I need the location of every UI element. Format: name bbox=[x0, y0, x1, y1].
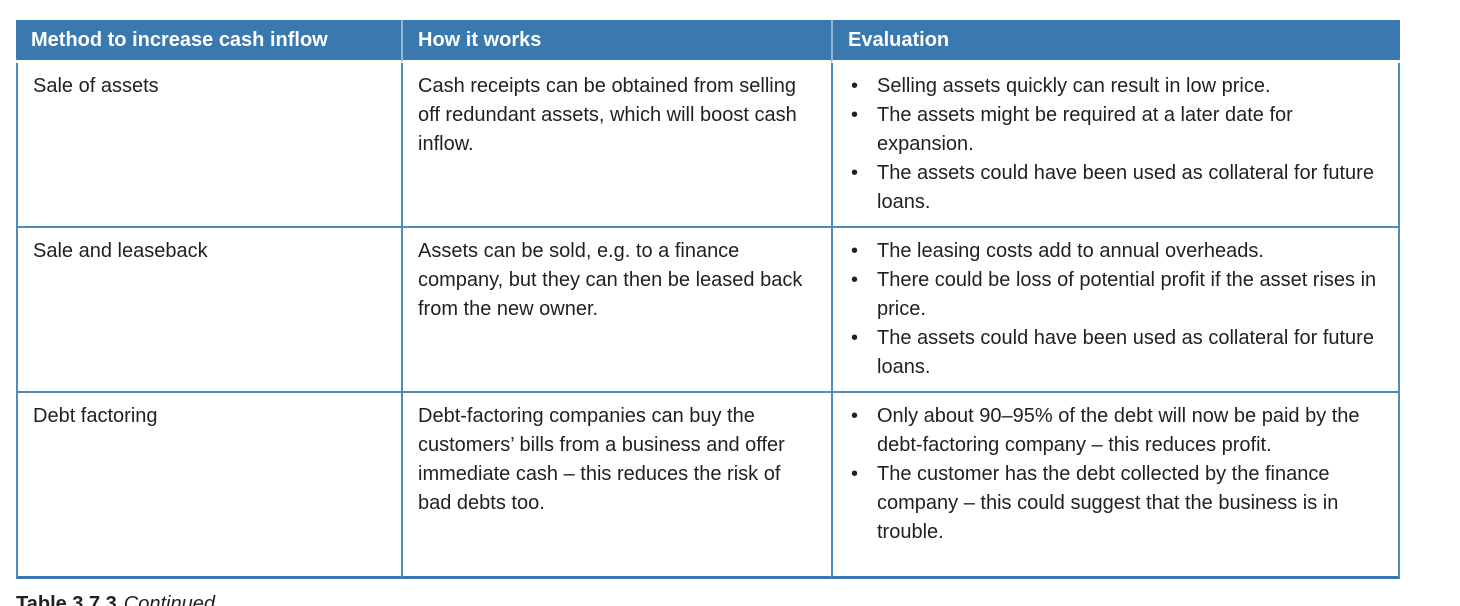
how-it-works-cell: Cash receipts can be obtained from selli… bbox=[401, 63, 831, 226]
evaluation-bullet: The customer has the debt collected by t… bbox=[848, 460, 1386, 547]
evaluation-bullet: The assets could have been used as colla… bbox=[848, 159, 1386, 217]
evaluation-bullet: The assets might be required at a later … bbox=[848, 101, 1386, 159]
evaluation-list: Only about 90–95% of the debt will now b… bbox=[848, 402, 1386, 547]
caption-note: Continued bbox=[123, 593, 215, 606]
header-row: Method to increase cash inflow How it wo… bbox=[16, 20, 1400, 63]
evaluation-list: Selling assets quickly can result in low… bbox=[848, 72, 1386, 217]
evaluation-cell: The leasing costs add to annual overhead… bbox=[831, 226, 1400, 391]
table-caption: Table 3.7.3 Continued bbox=[16, 592, 1460, 606]
evaluation-bullet: Only about 90–95% of the debt will now b… bbox=[848, 402, 1386, 460]
col-header-method: Method to increase cash inflow bbox=[16, 20, 401, 63]
col-header-evaluation: Evaluation bbox=[831, 20, 1400, 63]
evaluation-cell: Selling assets quickly can result in low… bbox=[831, 63, 1400, 226]
evaluation-cell: Only about 90–95% of the debt will now b… bbox=[831, 391, 1400, 579]
evaluation-list: The leasing costs add to annual overhead… bbox=[848, 237, 1386, 382]
evaluation-bullet: The leasing costs add to annual overhead… bbox=[848, 237, 1386, 266]
cash-inflow-table: Method to increase cash inflow How it wo… bbox=[16, 20, 1400, 579]
how-it-works-cell: Debt-factoring companies can buy the cus… bbox=[401, 391, 831, 579]
evaluation-bullet: Selling assets quickly can result in low… bbox=[848, 72, 1386, 101]
method-cell: Sale and leaseback bbox=[16, 226, 401, 391]
evaluation-bullet: There could be loss of potential profit … bbox=[848, 266, 1386, 324]
method-cell: Debt factoring bbox=[16, 391, 401, 579]
method-cell: Sale of assets bbox=[16, 63, 401, 226]
evaluation-bullet: The assets could have been used as colla… bbox=[848, 324, 1386, 382]
caption-label: Table 3.7.3 bbox=[16, 593, 117, 606]
col-header-how-it-works: How it works bbox=[401, 20, 831, 63]
how-it-works-cell: Assets can be sold, e.g. to a finance co… bbox=[401, 226, 831, 391]
